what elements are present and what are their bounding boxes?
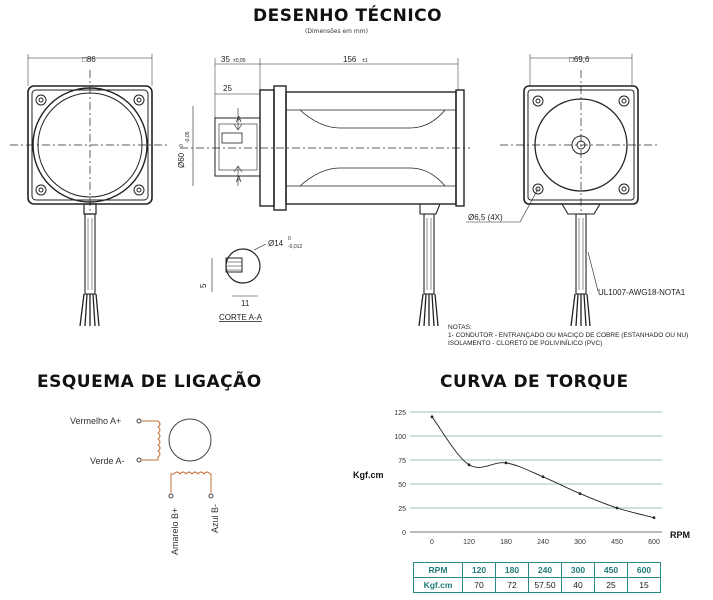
notes-line-2: ISOLAMENTO - CLORETO DE POLIVINÍLICO (PV… [448, 340, 603, 347]
notes: NOTAS: 1- CONDUTOR - ENTRANÇADO OU MACIÇ… [448, 324, 688, 348]
dim-flat-width: 11 [241, 299, 250, 308]
table-cell: 70 [462, 577, 496, 593]
torque-table: RPM 120 180 240 300 450 600 Kgf.cm 70 72… [413, 562, 661, 593]
dim-pilot-tol-bottom: -0,05 [185, 131, 191, 143]
dim-hole: Ø6,5 (4X) [468, 213, 503, 222]
section-label: CORTE A-A [219, 313, 263, 322]
data-point [541, 475, 545, 479]
dim-body-tolerance: ±1 [362, 58, 368, 64]
chart-title: CURVA DE TORQUE [440, 372, 629, 392]
data-point [430, 415, 434, 419]
dim-pilot-tol-top: 0 [179, 144, 185, 147]
dim-front-width: □86 [82, 55, 96, 64]
y-tick-label: 0 [402, 530, 406, 537]
data-point [467, 463, 471, 467]
dim-shaft-diameter: Ø14 [268, 239, 284, 248]
data-point [615, 506, 619, 510]
x-tick-label: 240 [537, 539, 549, 546]
wire-label-red: Vermelho A+ [70, 416, 121, 426]
torque-curve [431, 416, 655, 519]
drawing-title: DESENHO TÉCNICO [253, 6, 443, 26]
table-cell: 300 [561, 562, 595, 578]
table-cell: 240 [528, 562, 562, 578]
cable-label: UL1007-AWG18-NOTA1 [598, 288, 686, 297]
dim-shaft-tolerance: ±0,05 [233, 58, 246, 64]
data-point [578, 492, 582, 495]
data-point [504, 461, 508, 465]
table-cell: 40 [561, 577, 595, 593]
table-header-rpm: RPM [413, 562, 463, 578]
table-cell: 72 [495, 577, 529, 593]
y-tick-label: 50 [398, 482, 406, 489]
dim-shaft-dia-tol-bottom: -0,012 [288, 244, 302, 250]
dim-pilot-diameter: Ø60 [177, 152, 186, 168]
y-tick-label: 125 [394, 410, 406, 417]
wire-label-blue: Azul B- [210, 504, 220, 533]
x-tick-label: 450 [611, 539, 623, 546]
drawing-subtitle: (Dimensões em mm) [305, 28, 368, 35]
table-cell: 15 [627, 577, 661, 593]
dim-shaft-dia-tol-top: 0 [288, 236, 291, 242]
notes-line-1: 1- CONDUTOR - ENTRANÇADO OU MACIÇO DE CO… [448, 332, 689, 339]
front-view [10, 54, 170, 327]
x-tick-label: 600 [648, 539, 660, 546]
y-tick-label: 100 [394, 434, 406, 441]
x-tick-label: 0 [430, 539, 434, 546]
table-cell: 600 [627, 562, 661, 578]
section-mark-bottom: A [236, 175, 242, 184]
x-tick-label: 120 [463, 539, 475, 546]
dim-key-length: 25 [223, 84, 232, 93]
chart-ylabel: Kgf.cm [353, 470, 384, 480]
wire-label-yellow: Amarelo B+ [170, 508, 180, 555]
chart-xlabel: RPM [670, 530, 690, 540]
wire-label-green: Verde A- [90, 456, 125, 466]
dim-flat: 5 [199, 283, 208, 288]
table-cell: 25 [594, 577, 628, 593]
dim-shaft-length: 35 [221, 55, 230, 64]
table-cell: 120 [462, 562, 496, 578]
notes-title: NOTAS: [448, 324, 472, 331]
table-row: RPM 120 180 240 300 450 600 [413, 562, 661, 578]
section-mark-top: A [236, 115, 242, 124]
table-header-torque: Kgf.cm [413, 577, 463, 593]
y-tick-label: 75 [398, 458, 406, 465]
wiring-title: ESQUEMA DE LIGAÇÃO [37, 372, 262, 392]
table-cell: 57.50 [528, 577, 562, 593]
y-tick-label: 25 [398, 506, 406, 513]
data-point [652, 516, 656, 519]
rear-view [466, 54, 660, 327]
x-tick-label: 180 [500, 539, 512, 546]
technical-drawing: □86 35 ±0,05 156 ±1 25 Ø60 0 -0,05 A A □… [10, 54, 686, 327]
section-view [211, 243, 267, 297]
x-tick-label: 300 [574, 539, 586, 546]
table-cell: 450 [594, 562, 628, 578]
table-cell: 180 [495, 562, 529, 578]
table-row: Kgf.cm 70 72 57.50 40 25 15 [413, 577, 661, 593]
dim-body-length: 156 [343, 55, 357, 64]
side-view [180, 58, 470, 327]
dim-rear-width: □69,6 [569, 55, 590, 64]
